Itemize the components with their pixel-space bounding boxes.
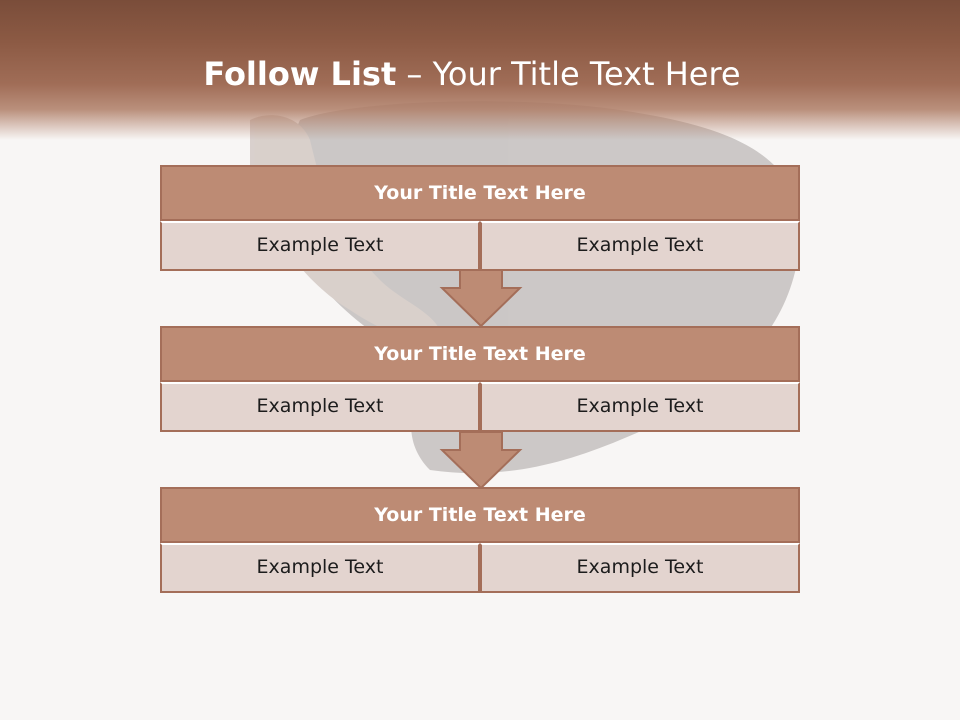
step-row: Example Text Example Text (160, 543, 800, 593)
down-arrow-icon (439, 269, 523, 328)
step-cell-right: Example Text (480, 543, 800, 593)
step-cell-left: Example Text (160, 382, 480, 432)
step-block-1: Your Title Text Here Example Text Exampl… (160, 165, 800, 271)
step-cell-right: Example Text (480, 221, 800, 271)
step-row: Example Text Example Text (160, 382, 800, 432)
down-arrow-icon (439, 431, 523, 490)
step-cell-left: Example Text (160, 543, 480, 593)
slide-title-rest: – Your Title Text Here (406, 55, 741, 93)
step-block-2: Your Title Text Here Example Text Exampl… (160, 326, 800, 432)
step-title: Your Title Text Here (160, 326, 800, 382)
step-cell-left: Example Text (160, 221, 480, 271)
step-title: Your Title Text Here (160, 165, 800, 221)
slide-title: Follow List – Your Title Text Here (0, 52, 944, 96)
step-block-3: Your Title Text Here Example Text Exampl… (160, 487, 800, 593)
slide-title-bold: Follow List (203, 55, 397, 93)
header-band (0, 0, 960, 140)
step-row: Example Text Example Text (160, 221, 800, 271)
step-title: Your Title Text Here (160, 487, 800, 543)
step-cell-right: Example Text (480, 382, 800, 432)
